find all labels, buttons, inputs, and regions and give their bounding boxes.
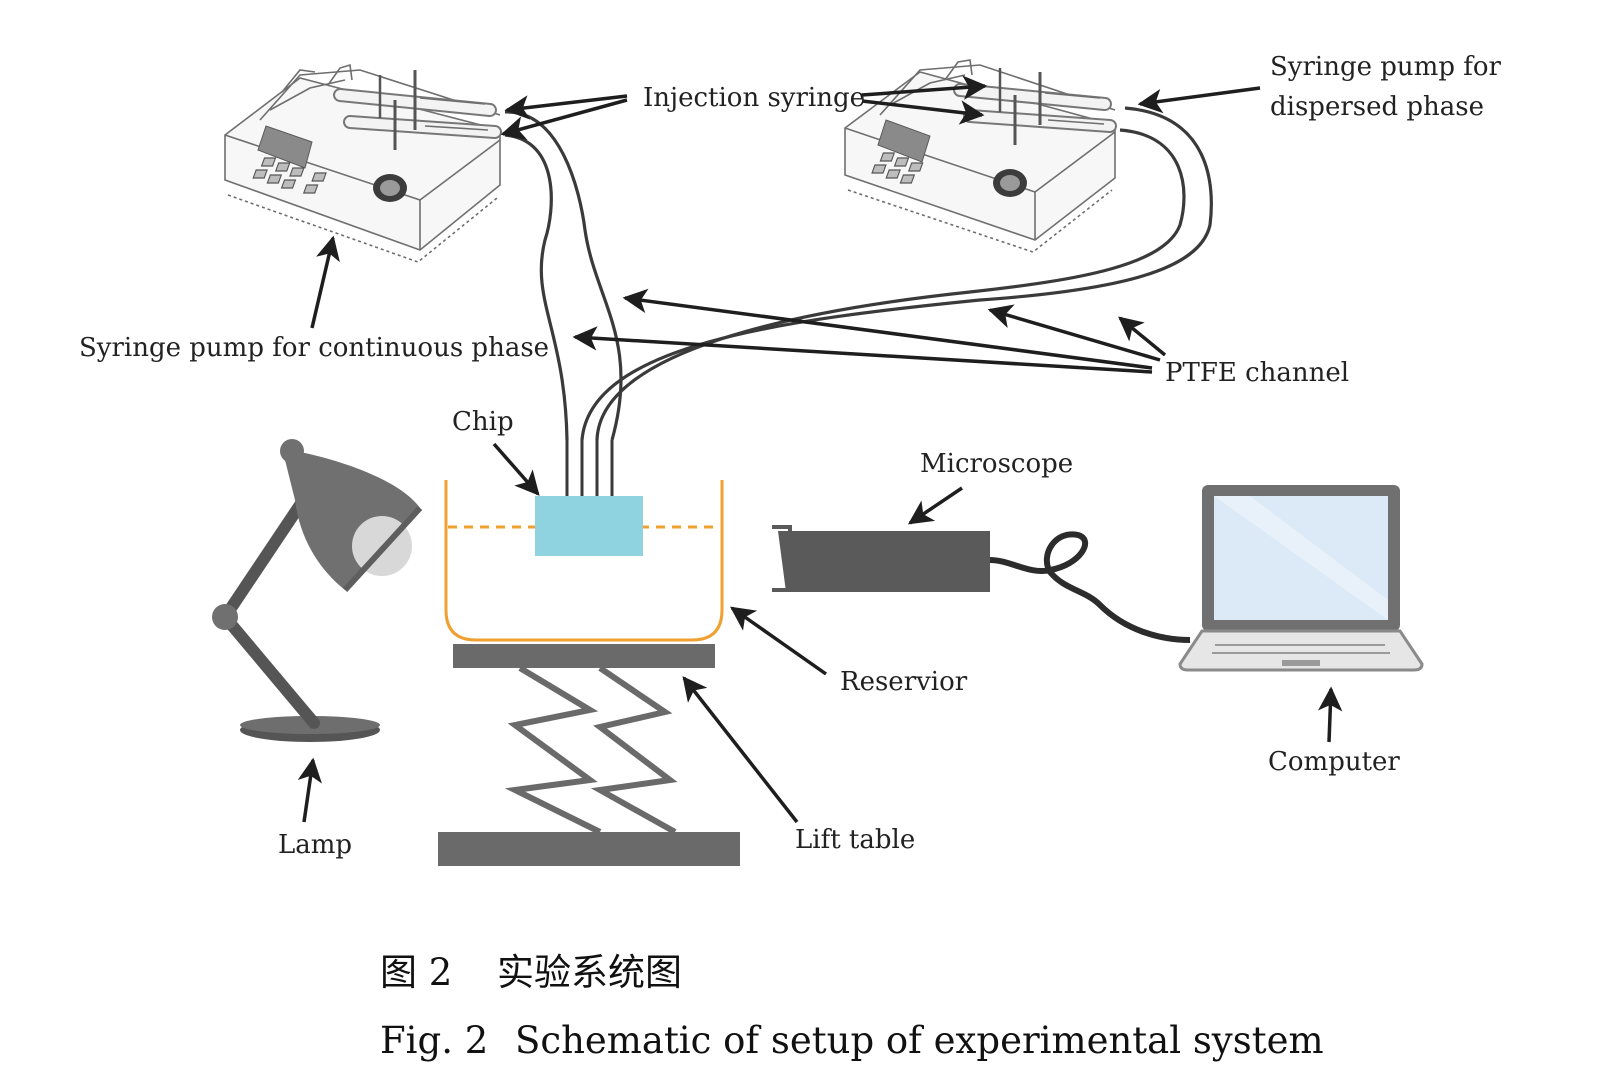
- ptfe-tubes: [504, 106, 1213, 441]
- caption-en-number: Fig. 2: [380, 1019, 488, 1062]
- lift-table: [438, 644, 740, 866]
- dispersed-pump-keypad: [871, 152, 924, 184]
- label-pump-continuous: Syringe pump for continuous phase: [79, 333, 549, 363]
- label-pump-dispersed-line2: dispersed phase: [1270, 92, 1484, 122]
- label-lift-table: Lift table: [795, 825, 915, 855]
- caption-cn-number: 图 2: [380, 951, 452, 994]
- label-computer: Computer: [1268, 747, 1400, 777]
- lamp: [212, 439, 423, 742]
- label-reservior: Reservior: [840, 667, 968, 697]
- label-chip: Chip: [452, 407, 514, 437]
- microscope: [772, 525, 1191, 643]
- continuous-phase-syringe-pump: [224, 63, 502, 263]
- continuous-pump-keypad: [252, 157, 327, 194]
- figure-caption: 图 2 实验系统图 Fig. 2 Schematic of setup of e…: [380, 951, 1324, 1062]
- chip: [535, 440, 643, 556]
- label-pump-dispersed-line1: Syringe pump for: [1270, 52, 1502, 82]
- annotation-arrows: [297, 75, 1343, 824]
- caption-cn-title: 实验系统图: [497, 951, 682, 994]
- dispersed-phase-syringe-pump: [844, 59, 1117, 253]
- label-lamp: Lamp: [278, 830, 352, 860]
- label-ptfe-channel: PTFE channel: [1165, 358, 1349, 388]
- label-microscope: Microscope: [920, 449, 1073, 479]
- caption-en-title: Schematic of setup of experimental syste…: [515, 1019, 1324, 1062]
- continuous-pump-syringes: [333, 70, 502, 150]
- label-injection-syringe: Injection syringe: [643, 83, 865, 113]
- computer: [1178, 485, 1424, 672]
